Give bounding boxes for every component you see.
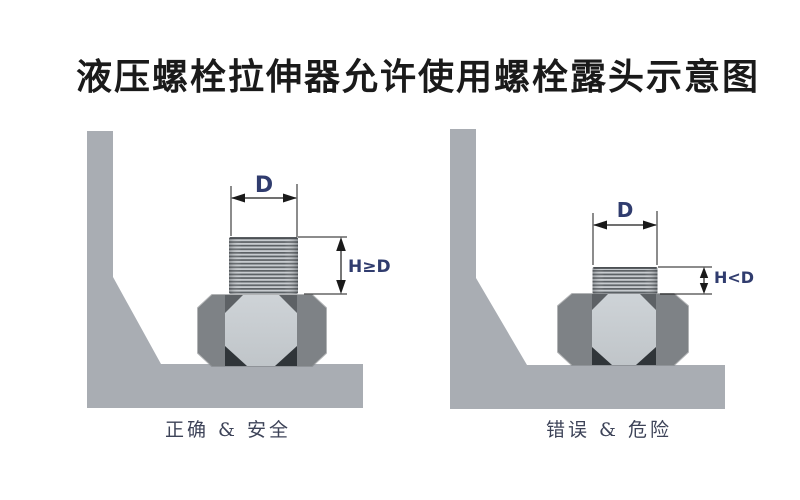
right-thread-shading	[592, 267, 658, 294]
left-nut-chamfer-top-left	[225, 295, 243, 313]
arrowhead	[283, 193, 297, 203]
right-h-label: H<D	[714, 268, 754, 287]
left-nut-face	[225, 295, 297, 366]
left-d-label: D	[255, 173, 273, 198]
right-nut-chamfer-bottom-left	[592, 347, 612, 365]
arrowhead	[699, 267, 709, 278]
left-h-arrowheads	[336, 237, 346, 294]
right-bolt-threads	[592, 267, 658, 294]
right-h-arrowheads	[699, 267, 709, 294]
left-d-arrowheads	[231, 193, 297, 203]
left-nut-chamfer-bottom-right	[275, 346, 297, 366]
arrowhead	[593, 220, 607, 230]
left-hex-nut	[197, 294, 327, 367]
arrowhead	[643, 220, 657, 230]
caption-wrong-danger: 错误 & 危险	[546, 419, 672, 441]
left-bolt-threads	[229, 237, 298, 294]
right-bracket-shape	[450, 129, 725, 409]
left-h-dimension	[298, 236, 347, 295]
right-nut-chamfer-bottom-right	[636, 347, 656, 365]
right-d-label: D	[617, 198, 634, 222]
arrowhead	[699, 283, 709, 294]
left-bracket-shape	[87, 131, 363, 408]
left-h-label: H≥D	[348, 257, 391, 277]
left-thread-shading	[229, 237, 298, 294]
page-title: 液压螺栓拉伸器允许使用螺栓露头示意图	[76, 57, 760, 98]
right-diagram: D H<D 错误 & 危险	[450, 129, 754, 441]
left-nut-chamfer-bottom-left	[225, 346, 247, 366]
right-nut-face	[592, 294, 656, 365]
right-nut-chamfer-top-right	[640, 294, 656, 310]
arrowhead	[231, 193, 245, 203]
caption-correct-safe: 正确 & 安全	[165, 419, 291, 441]
right-hex-nut	[557, 293, 689, 366]
arrowhead	[336, 280, 346, 294]
left-nut-chamfer-top-right	[279, 295, 297, 313]
right-d-arrowheads	[593, 220, 657, 230]
arrowhead	[336, 237, 346, 251]
right-nut-chamfer-top-left	[592, 294, 608, 310]
left-diagram: D H≥D 正确 & 安全	[87, 131, 391, 441]
